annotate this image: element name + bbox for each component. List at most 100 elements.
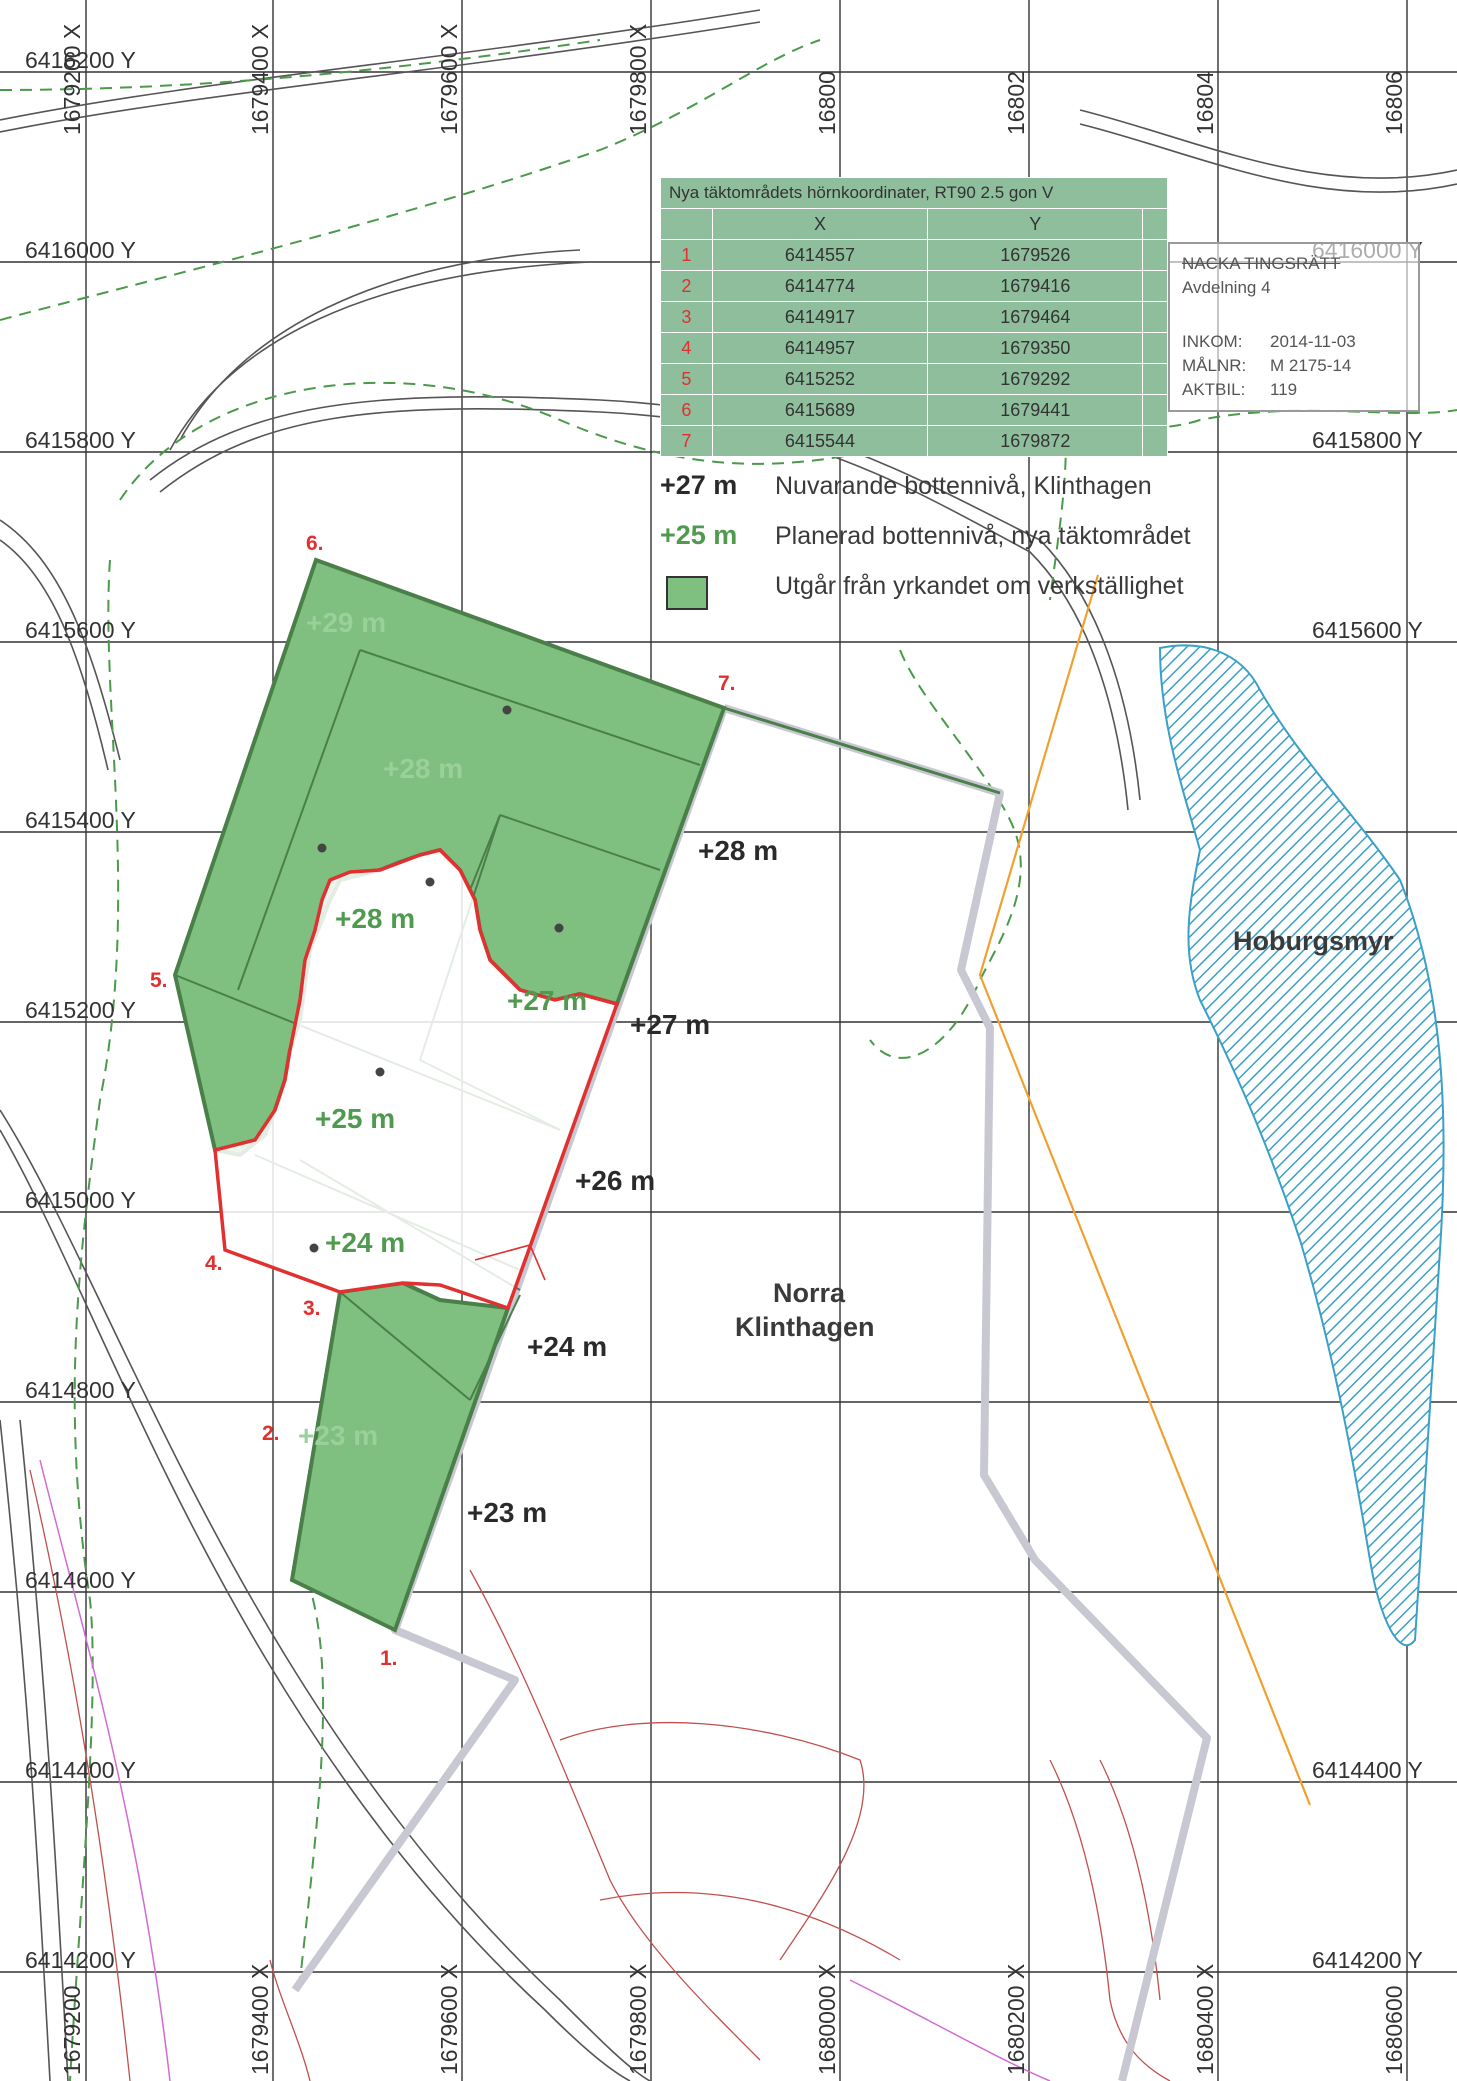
row-number: 6 bbox=[660, 394, 713, 426]
corner-point-labels: 1. 2. 3. 4. 5. 6. 7. bbox=[150, 532, 736, 1670]
table-header-x: X bbox=[711, 208, 929, 240]
row-x: 6414774 bbox=[711, 270, 929, 302]
table-row: 4 6414957 1679350 bbox=[660, 332, 1168, 364]
table-header-empty bbox=[1142, 208, 1168, 240]
row-x: 6414557 bbox=[711, 239, 929, 271]
row-number: 2 bbox=[660, 270, 713, 302]
hoburgsmyr-wetland bbox=[1158, 644, 1445, 1647]
y-label: 6415200 Y bbox=[25, 997, 136, 1023]
stamp-malnr-value: M 2175-14 bbox=[1270, 356, 1352, 375]
y-label: 6414400 Y bbox=[25, 1757, 136, 1783]
point-label: 2. bbox=[262, 1422, 280, 1445]
level-label: +28 m bbox=[383, 753, 463, 784]
legend-planned-key: +25 m bbox=[660, 520, 738, 550]
row-x: 6415544 bbox=[711, 425, 929, 457]
y-label: 6415600 Y bbox=[25, 617, 136, 643]
row-x: 6414957 bbox=[711, 332, 929, 364]
table-row: 1 6414557 1679526 bbox=[660, 239, 1168, 271]
point-label: 7. bbox=[718, 672, 736, 695]
survey-dots bbox=[309, 705, 564, 1253]
row-y: 1679292 bbox=[927, 363, 1144, 395]
row-x: 6415252 bbox=[711, 363, 929, 395]
row-empty bbox=[1142, 239, 1168, 271]
point-label: 4. bbox=[205, 1252, 223, 1275]
x-label: 1679800 X bbox=[625, 24, 651, 135]
row-empty bbox=[1142, 301, 1168, 333]
legend-planned-text: Planerad bottennivå, nya täktområdet bbox=[775, 522, 1191, 550]
legend-green-swatch bbox=[666, 576, 708, 610]
table-header-y: Y bbox=[927, 208, 1144, 240]
stamp-malnr-label: MÅLNR: bbox=[1182, 356, 1247, 375]
row-number: 5 bbox=[660, 363, 713, 395]
level-label: +24 m bbox=[527, 1331, 607, 1362]
stamp-aktbil-label: AKTBIL: bbox=[1182, 380, 1246, 399]
level-label: +28 m bbox=[698, 835, 778, 866]
table-caption-row: Nya täktområdets hörnkoordinater, RT90 2… bbox=[660, 177, 1168, 209]
table-row: 5 6415252 1679292 bbox=[660, 363, 1168, 395]
y-label: 6415600 Y bbox=[1312, 617, 1423, 643]
grid-x-labels-bottom: 1679200 1679400 X 1679600 X 1679800 X 16… bbox=[59, 1964, 1407, 2075]
orange-line bbox=[978, 574, 1312, 1806]
row-number: 1 bbox=[660, 239, 713, 271]
row-y: 1679464 bbox=[927, 301, 1144, 333]
grid-y-labels-left: 6416200 Y 6416000 Y 6415800 Y 6415600 Y … bbox=[25, 47, 136, 1973]
place-names: Norra Klinthagen Hoburgsmyr bbox=[735, 926, 1394, 1342]
y-label: 6416200 Y bbox=[25, 47, 136, 73]
level-label: +27 m bbox=[507, 985, 587, 1016]
legend-current-key: +27 m bbox=[660, 470, 738, 500]
x-label: 1679600 X bbox=[436, 24, 462, 135]
level-label: +24 m bbox=[325, 1227, 405, 1258]
table-row: 3 6414917 1679464 bbox=[660, 301, 1168, 333]
row-y: 1679416 bbox=[927, 270, 1144, 302]
point-label: 1. bbox=[380, 1647, 398, 1670]
point-label: 3. bbox=[303, 1297, 321, 1320]
y-label: 6414200 Y bbox=[1312, 1947, 1423, 1973]
table-header-row: X Y bbox=[660, 208, 1168, 240]
grid-x-labels-top: 1679200 X 1679400 X 1679600 X 1679800 X … bbox=[59, 24, 1407, 135]
row-empty bbox=[1142, 394, 1168, 426]
x-label: 1679200 X bbox=[59, 24, 85, 135]
row-empty bbox=[1142, 363, 1168, 395]
legend-excluded: Utgår från yrkandet om verkställighet bbox=[660, 570, 1220, 620]
x-label: 16804 bbox=[1192, 71, 1218, 135]
y-label: 6414600 Y bbox=[25, 1567, 136, 1593]
legend-current-text: Nuvarande bottennivå, Klinthagen bbox=[775, 472, 1152, 500]
row-y: 1679350 bbox=[927, 332, 1144, 364]
y-label: 6415000 Y bbox=[25, 1187, 136, 1213]
x-label: 1680200 X bbox=[1003, 1964, 1029, 2075]
pink-lines bbox=[39, 1459, 1051, 2081]
y-label: 6414400 Y bbox=[1312, 1757, 1423, 1783]
row-y: 1679872 bbox=[927, 425, 1144, 457]
level-label: +27 m bbox=[630, 1009, 710, 1040]
row-empty bbox=[1142, 425, 1168, 457]
level-label: +29 m bbox=[306, 607, 386, 638]
row-x: 6415689 bbox=[711, 394, 929, 426]
place-klinthagen: Klinthagen bbox=[735, 1312, 875, 1342]
planned-area bbox=[213, 848, 620, 1311]
row-y: 1679526 bbox=[927, 239, 1144, 271]
map-legend: +27 m Nuvarande bottennivå, Klinthagen +… bbox=[660, 470, 1220, 620]
table-row: 7 6415544 1679872 bbox=[660, 425, 1168, 457]
x-label: 1680400 X bbox=[1192, 1964, 1218, 2075]
level-label: +23 m bbox=[298, 1420, 378, 1451]
row-empty bbox=[1142, 270, 1168, 302]
row-empty bbox=[1142, 332, 1168, 364]
row-y: 1679441 bbox=[927, 394, 1144, 426]
table-row: 6 6415689 1679441 bbox=[660, 394, 1168, 426]
y-label: 6414200 Y bbox=[25, 1947, 136, 1973]
court-stamp: NACKA TINGSRÄTT Avdelning 4 INKOM: 2014-… bbox=[1168, 242, 1420, 412]
x-label: 1679400 X bbox=[247, 24, 273, 135]
stamp-division: Avdelning 4 bbox=[1182, 278, 1271, 297]
x-label: 16800 bbox=[814, 71, 840, 135]
y-label: 6415400 Y bbox=[25, 807, 136, 833]
place-hoburgsmyr: Hoburgsmyr bbox=[1233, 926, 1394, 956]
y-label: 6414800 Y bbox=[25, 1377, 136, 1403]
table-header-empty bbox=[660, 208, 713, 240]
x-label: 1680600 bbox=[1381, 1985, 1407, 2075]
x-label: 16802 bbox=[1003, 71, 1029, 135]
legend-excluded-text: Utgår från yrkandet om verkställighet bbox=[775, 572, 1184, 600]
row-number: 7 bbox=[660, 425, 713, 457]
level-labels: +29 m +28 m +28 m +27 m +25 m +24 m +23 … bbox=[298, 607, 778, 1528]
row-number: 4 bbox=[660, 332, 713, 364]
